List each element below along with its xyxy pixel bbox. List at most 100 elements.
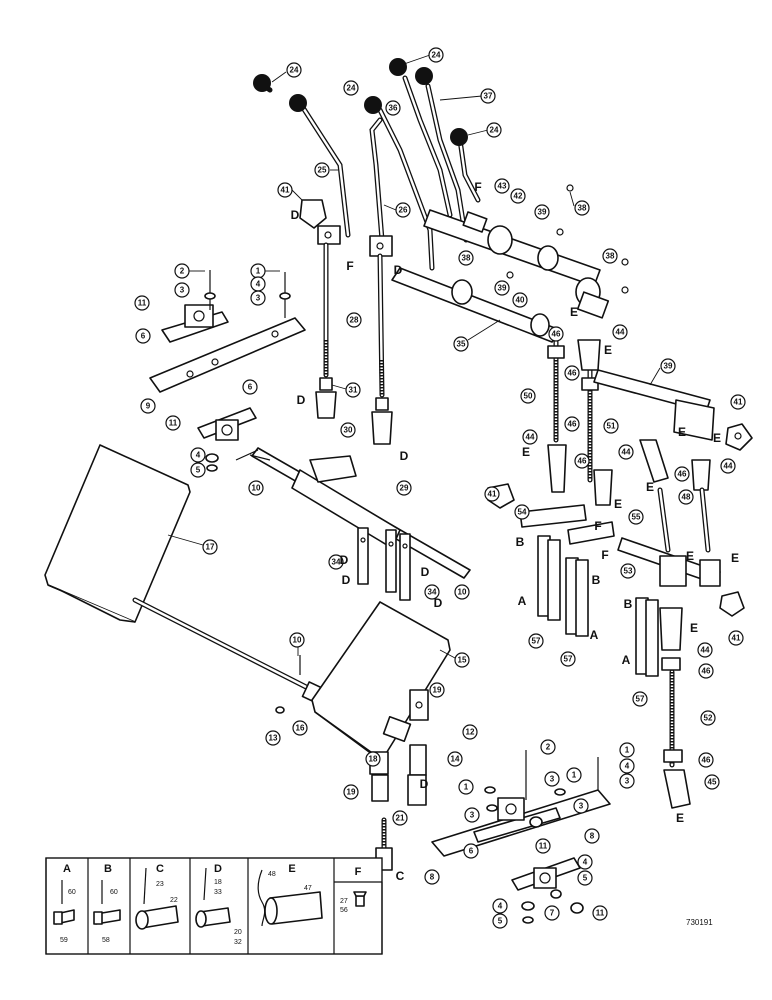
callout-11-d: 11 — [592, 905, 608, 921]
svg-text:E: E — [604, 343, 612, 357]
svg-text:20: 20 — [234, 929, 242, 936]
callout-46-b: 46 — [564, 365, 580, 381]
svg-text:44: 44 — [724, 462, 733, 471]
svg-text:51: 51 — [607, 422, 616, 431]
svg-text:E: E — [570, 305, 578, 319]
svg-text:D: D — [297, 393, 306, 407]
svg-text:15: 15 — [458, 656, 467, 665]
callout-18: 18 — [365, 751, 381, 767]
svg-text:5: 5 — [583, 874, 588, 883]
callout-1-c: 1 — [566, 767, 582, 783]
callout-42: 42 — [510, 188, 526, 204]
callout-4-d: 4 — [577, 854, 593, 870]
callout-41-d: 41 — [728, 630, 744, 646]
svg-text:46: 46 — [552, 330, 561, 339]
callout-34-a: 34 — [328, 554, 344, 570]
svg-text:57: 57 — [636, 695, 645, 704]
pedal-shaft-29 — [235, 447, 471, 601]
svg-text:24: 24 — [347, 84, 356, 93]
callout-35: 35 — [453, 319, 501, 352]
callout-13: 13 — [265, 730, 281, 746]
svg-text:44: 44 — [526, 433, 535, 442]
callout-17: 17 — [167, 534, 218, 555]
svg-text:F: F — [346, 259, 353, 273]
callout-44-d: 44 — [720, 458, 736, 474]
svg-text:E: E — [690, 621, 698, 635]
svg-text:47: 47 — [304, 885, 312, 892]
callout-57-c: 57 — [632, 691, 648, 707]
svg-text:B: B — [624, 597, 633, 611]
callout-39-b: 39 — [494, 280, 510, 296]
callout-3-c: 3 — [619, 773, 635, 789]
callout-50: 50 — [520, 388, 536, 404]
svg-text:E: E — [646, 480, 654, 494]
svg-text:D: D — [340, 553, 349, 567]
svg-text:18: 18 — [214, 879, 222, 886]
svg-text:38: 38 — [578, 204, 587, 213]
callout-57-a: 57 — [528, 633, 544, 649]
callout-11-b: 11 — [165, 415, 181, 431]
svg-text:F: F — [601, 548, 608, 562]
callout-41-a: 41 — [277, 182, 303, 201]
svg-text:6: 6 — [469, 847, 474, 856]
svg-text:28: 28 — [350, 316, 359, 325]
callout-37: 37 — [439, 88, 496, 104]
callout-48-a: 48 — [678, 489, 694, 505]
svg-text:C: C — [396, 869, 405, 883]
svg-text:41: 41 — [732, 634, 741, 643]
svg-text:46: 46 — [678, 470, 687, 479]
callout-19: 19 — [429, 682, 445, 698]
svg-text:A: A — [518, 594, 527, 608]
svg-text:D: D — [291, 208, 300, 222]
svg-text:23: 23 — [156, 881, 164, 888]
callout-5-b: 5 — [577, 870, 593, 886]
svg-text:54: 54 — [518, 508, 527, 517]
svg-text:E: E — [731, 551, 739, 565]
svg-text:41: 41 — [734, 398, 743, 407]
callout-51: 51 — [603, 418, 619, 434]
svg-text:4: 4 — [583, 858, 588, 867]
svg-text:48: 48 — [268, 871, 276, 878]
callout-24-b: 24 — [343, 80, 359, 96]
svg-text:17: 17 — [206, 543, 215, 552]
svg-text:37: 37 — [484, 92, 493, 101]
cross-shaft-assembly — [391, 184, 629, 343]
callout-44-b: 44 — [522, 429, 538, 445]
svg-text:57: 57 — [532, 637, 541, 646]
svg-text:25: 25 — [318, 166, 327, 175]
svg-text:1: 1 — [625, 746, 630, 755]
callout-15: 15 — [439, 649, 470, 668]
svg-text:11: 11 — [596, 909, 605, 918]
callout-46-a: 46 — [548, 326, 564, 342]
svg-text:2: 2 — [546, 743, 551, 752]
callout-31: 31 — [331, 382, 361, 398]
hardware-legend: A 60 59 B 60 58 C 23 22 D 18 33 20 32 E … — [45, 857, 383, 955]
svg-text:A: A — [590, 628, 599, 642]
svg-text:42: 42 — [514, 192, 523, 201]
callout-11-c: 11 — [535, 838, 551, 854]
callout-44-c: 44 — [618, 444, 634, 460]
callout-8-b: 8 — [424, 869, 440, 885]
callout-2-a: 2 — [174, 263, 205, 279]
svg-text:E: E — [678, 425, 686, 439]
callout-9: 9 — [140, 398, 156, 414]
knob-6 — [450, 128, 468, 146]
svg-text:6: 6 — [248, 383, 253, 392]
svg-text:60: 60 — [110, 889, 118, 896]
callout-46-f: 46 — [698, 663, 714, 679]
callout-39-c: 39 — [649, 358, 676, 386]
callout-40: 40 — [512, 292, 528, 308]
svg-text:10: 10 — [293, 636, 302, 645]
svg-text:21: 21 — [396, 814, 405, 823]
callout-7: 7 — [544, 905, 560, 921]
knob-1 — [253, 74, 271, 92]
svg-text:30: 30 — [344, 426, 353, 435]
svg-text:E: E — [614, 497, 622, 511]
svg-text:53: 53 — [624, 567, 633, 576]
callout-34-b: 34 — [424, 584, 440, 600]
callout-10-a: 10 — [248, 480, 264, 496]
svg-text:D: D — [434, 596, 443, 610]
knob-5 — [415, 67, 433, 85]
svg-text:1: 1 — [572, 771, 577, 780]
svg-text:39: 39 — [538, 208, 547, 217]
